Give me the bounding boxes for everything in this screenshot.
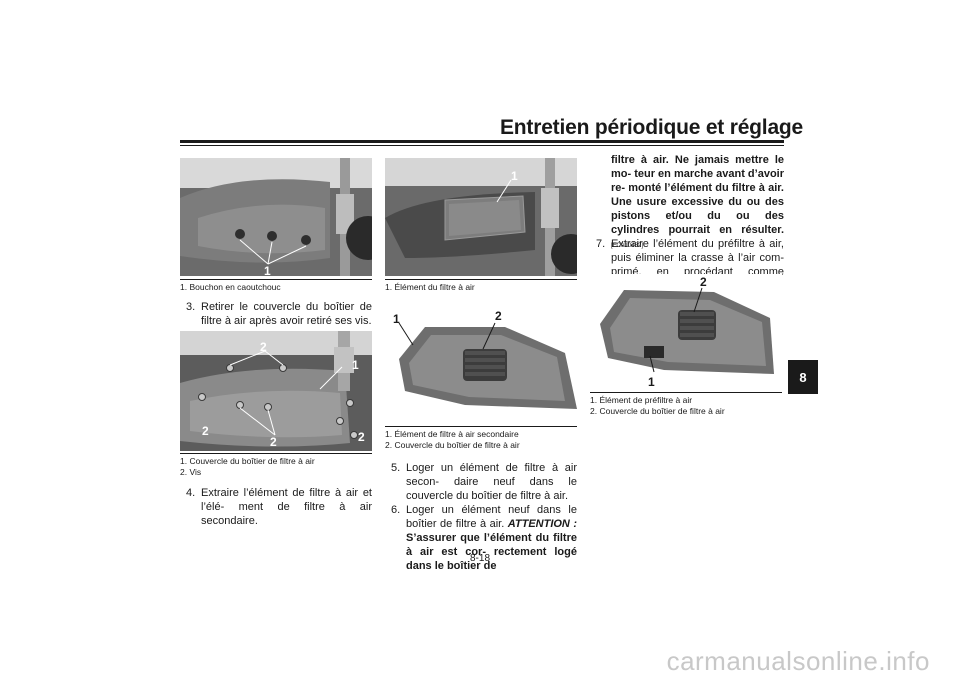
caption-rule	[590, 392, 782, 393]
rubber-plug-2	[267, 231, 277, 241]
callout-2-top: 2	[260, 340, 267, 354]
caption-line: 1. Couvercle du boîtier de filtre à air	[180, 456, 315, 466]
step-4: 4. Extraire l’élément de filtre à air et…	[186, 486, 372, 528]
step-number: 5.	[391, 462, 401, 474]
step-number: 6.	[391, 504, 401, 516]
caption-rule	[385, 279, 577, 280]
caption-line: 1. Élément de préfiltre à air	[590, 395, 693, 405]
step-body: Loger un élément neuf dans le boîtier de…	[406, 504, 577, 530]
step-3: 3. Retirer le couvercle du boîtier de fi…	[186, 300, 372, 328]
caption-line: 2. Vis	[180, 467, 202, 477]
header-rule-thin	[180, 145, 784, 146]
rubber-plug-3	[301, 235, 311, 245]
rubber-plug-1	[235, 229, 245, 239]
callout-1: 1	[352, 358, 359, 372]
caption-line: 1. Bouchon en caoutchouc	[180, 282, 281, 292]
figure-caption: 1. Élément du filtre à air	[385, 282, 577, 293]
figure-caption: 1. Élément de filtre à air secondaire 2.…	[385, 429, 577, 451]
callout-2-left: 2	[202, 424, 209, 438]
step-6-continued: filtre à air. Ne jamais mettre le mo- te…	[596, 153, 784, 253]
caption-line: 1. Élément du filtre à air	[385, 282, 475, 292]
callout-2-bottom: 2	[270, 435, 277, 449]
chapter-tab: 8	[788, 360, 818, 394]
figure-air-filter-element: 1	[385, 158, 577, 276]
step-6: 6. Loger un élément neuf dans le boîtier…	[391, 503, 577, 573]
caption-rule	[385, 426, 577, 427]
caption-line: 1. Élément de filtre à air secondaire	[385, 429, 519, 439]
callout-1: 1	[511, 169, 518, 183]
figure-cover-screws: 2 1 2 2 2	[180, 331, 372, 451]
step-text: Retirer le couvercle du boîtier de filtr…	[201, 301, 372, 327]
figure-caption: 1. Élément de préfiltre à air 2. Couverc…	[590, 395, 782, 417]
header-rule-thick	[180, 140, 784, 143]
callout-1: 1	[393, 312, 400, 326]
warning-text-part-1: S’assurer que l’élément du filtre à air …	[406, 532, 577, 572]
figure-prefilter: 2 1	[590, 274, 782, 390]
step-number: 7.	[596, 238, 606, 250]
warning-code: [FCA10482]	[611, 243, 644, 249]
step-text: Extraire l’élément de filtre à air et l’…	[201, 487, 372, 527]
caption-rule	[180, 453, 372, 454]
caption-line: 2. Couvercle du boîtier de filtre à air	[590, 406, 725, 416]
watermark-bar: carmanualsonline.info	[0, 646, 960, 678]
watermark-text: carmanualsonline.info	[666, 646, 930, 676]
step-text: Loger un élément de filtre à air secon- …	[406, 462, 577, 502]
page-number: 8-18	[469, 553, 490, 564]
step-number: 4.	[186, 487, 196, 499]
step-number: 3.	[186, 301, 196, 313]
caption-line: 2. Couvercle du boîtier de filtre à air	[385, 440, 520, 450]
page-title: Entretien périodique et réglage	[500, 116, 804, 139]
callout-1: 1	[264, 264, 271, 276]
callout-2: 2	[700, 275, 707, 289]
attention-label: ATTENTION :	[507, 518, 578, 530]
callout-1: 1	[648, 375, 655, 389]
step-text: Loger un élément neuf dans le boîtier de…	[391, 503, 577, 573]
callout-2: 2	[495, 309, 502, 323]
figure-caption: 1. Couvercle du boîtier de filtre à air …	[180, 456, 372, 478]
warning-text-part-2: filtre à air. Ne jamais mettre le mo- te…	[611, 154, 784, 236]
figure-secondary-filter: 1 2	[385, 305, 577, 423]
figure-caption: 1. Bouchon en caoutchouc	[180, 282, 372, 293]
figure-rubber-plugs: 1	[180, 158, 372, 276]
callout-2-right: 2	[358, 430, 365, 444]
step-5: 5. Loger un élément de filtre à air seco…	[391, 461, 577, 503]
step-text: filtre à air. Ne jamais mettre le mo- te…	[596, 153, 784, 253]
caption-rule	[180, 279, 372, 280]
